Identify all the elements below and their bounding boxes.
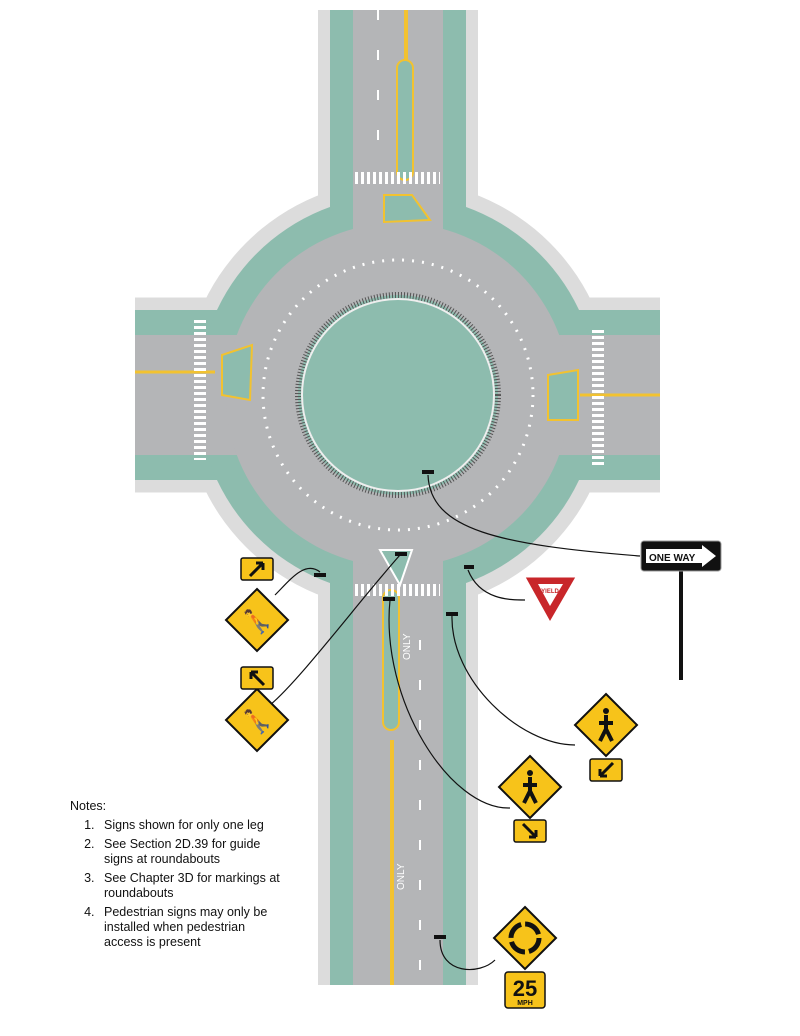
pavement-only-lower: ONLY	[396, 863, 407, 890]
north-median	[396, 59, 414, 181]
note-item: Signs shown for only one leg	[98, 818, 284, 833]
pedestrian-sign-group: 🚶 🚶	[224, 587, 639, 820]
note-item: See Chapter 3D for markings at roundabou…	[98, 871, 284, 901]
north-splitter-island	[383, 194, 432, 224]
south-splitter-island	[378, 549, 414, 588]
svg-text:ONE WAY: ONE WAY	[649, 553, 696, 564]
arrow-plaques	[240, 557, 623, 843]
note-item: Pedestrian signs may only be installed w…	[98, 905, 284, 950]
road-layer	[135, 10, 660, 985]
south-median	[382, 589, 400, 731]
circulating-lane-line	[261, 258, 535, 532]
one-way-sign: ONE WAY	[640, 540, 722, 680]
speed-unit: MPH	[517, 1000, 533, 1007]
note-item: See Section 2D.39 for guide signs at rou…	[98, 837, 284, 867]
east-splitter-island	[547, 368, 579, 421]
central-island	[295, 292, 501, 498]
leader-lines	[269, 474, 641, 971]
speed-value: 25	[513, 976, 537, 1001]
notes-title: Notes:	[70, 799, 107, 813]
svg-text:YIELD: YIELD	[541, 589, 559, 595]
pavement-only-upper: ONLY	[402, 633, 413, 660]
crosswalks	[194, 172, 604, 596]
west-splitter-island	[221, 343, 254, 402]
sign-location-markers	[314, 470, 474, 939]
roundabout-warning-sign: 25 MPH	[492, 905, 558, 1009]
notes: Notes: Signs shown for only one leg See …	[70, 799, 284, 954]
yield-sign: YIELD	[524, 576, 577, 624]
